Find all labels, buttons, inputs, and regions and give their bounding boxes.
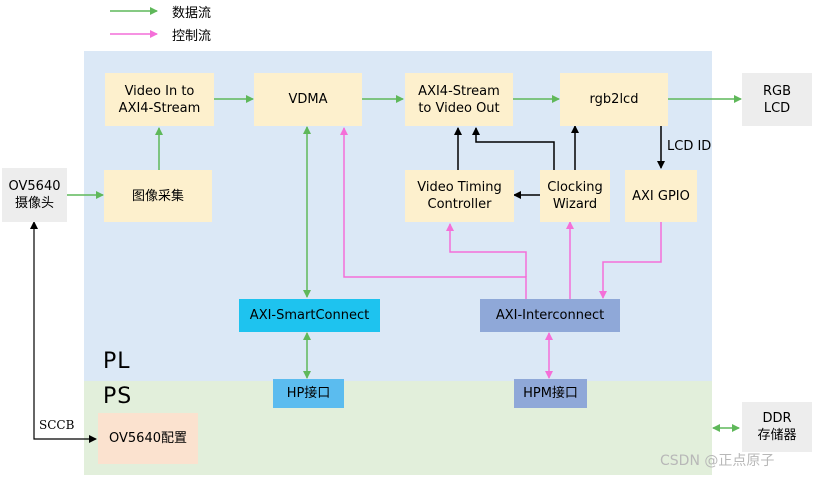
axi-interconnect-block: AXI-Interconnect <box>480 299 620 332</box>
legend-control-flow-label: 控制流 <box>172 29 212 44</box>
ov5640-camera-block: OV5640 摄像头 <box>2 168 67 222</box>
arrow-sccb <box>30 221 97 443</box>
video-timing-block: Video Timing Controller <box>405 170 514 222</box>
arrow-gpio-to-interconnect <box>599 222 662 299</box>
arrow-interconnect-to-vdma <box>340 127 527 299</box>
ov5640-config-block: OV5640配置 <box>98 413 198 464</box>
legend-data-flow-label: 数据流 <box>172 6 212 21</box>
arrow-clock-to-stream-out <box>472 127 555 170</box>
axi-gpio-block: AXI GPIO <box>625 170 697 222</box>
hpm-port-block: HPM接口 <box>514 379 587 408</box>
sccb-label: SCCB <box>39 418 75 432</box>
axi-smartconnect-block: AXI-SmartConnect <box>239 299 380 332</box>
ps-label: PS <box>103 384 133 409</box>
watermark: CSDN @正点原子 <box>660 453 775 469</box>
clocking-wizard-block: Clocking Wizard <box>540 170 610 222</box>
rgb2lcd-block: rgb2lcd <box>560 73 668 126</box>
rgb-lcd-block: RGB LCD <box>742 73 812 126</box>
ddr-block: DDR 存储器 <box>742 402 812 452</box>
hp-port-block: HP接口 <box>273 379 344 408</box>
pl-label: PL <box>103 349 131 374</box>
axi4-stream-out-block: AXI4-Stream to Video Out <box>405 73 513 126</box>
lcd-id-label: LCD ID <box>667 139 712 154</box>
image-capture-block: 图像采集 <box>104 170 212 222</box>
arrow-interconnect-to-timing <box>446 223 527 277</box>
video-in-block: Video In to AXI4-Stream <box>105 73 214 126</box>
vdma-block: VDMA <box>254 73 362 126</box>
